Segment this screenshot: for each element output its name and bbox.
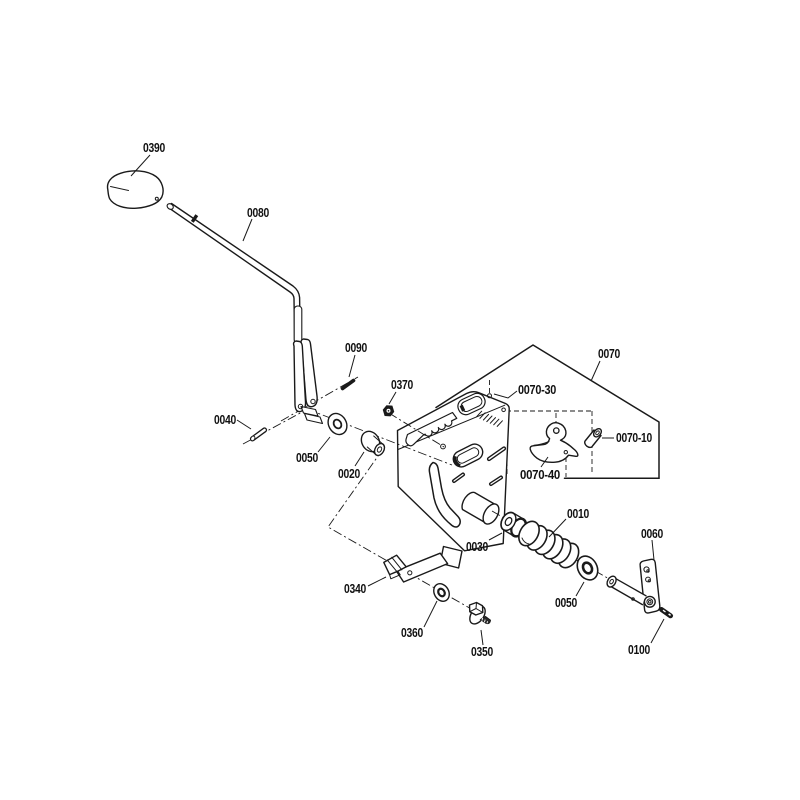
lever-shaft-0080 bbox=[166, 202, 303, 344]
spring-boss bbox=[461, 491, 500, 525]
washer-0360 bbox=[433, 583, 450, 602]
part-label-0070-40: 0070-40 bbox=[520, 468, 560, 482]
bushing-0020 bbox=[360, 430, 386, 457]
gate-paddle-opening bbox=[457, 392, 486, 416]
locknut-0370 bbox=[382, 405, 395, 417]
bolt-0350 bbox=[468, 601, 492, 625]
part-label-0030: 0030 bbox=[466, 540, 488, 554]
spacer-pin-0070-10 bbox=[584, 428, 603, 449]
part-label-0050-right: 0050 bbox=[555, 596, 577, 610]
gear-knob-0390 bbox=[106, 170, 164, 210]
bracket-slots bbox=[452, 446, 507, 486]
part-label-0060: 0060 bbox=[641, 527, 663, 541]
part-label-0080: 0080 bbox=[247, 206, 269, 220]
lever-fork bbox=[292, 338, 324, 425]
part-label-0390: 0390 bbox=[143, 141, 165, 155]
shaft-sleeve bbox=[293, 305, 303, 344]
part-label-0350: 0350 bbox=[471, 645, 493, 659]
washer-0050-right bbox=[576, 555, 599, 581]
part-label-0340: 0340 bbox=[344, 582, 366, 596]
part-label-0360: 0360 bbox=[401, 626, 423, 640]
bushing-0030 bbox=[500, 511, 528, 538]
pivot-obround-hole bbox=[452, 443, 484, 468]
stop-arm-0340 bbox=[383, 545, 463, 583]
part-label-0070: 0070 bbox=[598, 347, 620, 361]
part-label-0100: 0100 bbox=[628, 643, 650, 657]
part-label-0370: 0370 bbox=[391, 378, 413, 392]
roll-pin-0090 bbox=[340, 378, 356, 391]
part-labels: 0390 0080 0090 0370 0070-30 0070 0070-10… bbox=[143, 141, 664, 659]
set-screw-0100 bbox=[659, 607, 673, 619]
part-label-0020: 0020 bbox=[338, 467, 360, 481]
kidney-slot bbox=[428, 461, 461, 528]
serration-hatch bbox=[476, 410, 503, 427]
part-label-0090: 0090 bbox=[345, 341, 367, 355]
part-label-0050-left: 0050 bbox=[296, 451, 318, 465]
anchor-plate-0060 bbox=[606, 558, 661, 614]
part-label-0070-30: 0070-30 bbox=[518, 383, 556, 397]
leader-lines bbox=[130, 154, 665, 646]
part-label-0010: 0010 bbox=[567, 507, 589, 521]
group-outline-0070 bbox=[435, 344, 660, 479]
part-label-0040: 0040 bbox=[214, 413, 236, 427]
pivot-pin-0040 bbox=[249, 427, 268, 442]
detent-cam-0070-40 bbox=[529, 422, 579, 464]
mounting-bracket-0070-30 bbox=[396, 390, 510, 552]
washer-0050-left bbox=[327, 412, 348, 436]
part-label-0070-10: 0070-10 bbox=[616, 431, 652, 445]
compression-spring-0010 bbox=[518, 520, 580, 569]
